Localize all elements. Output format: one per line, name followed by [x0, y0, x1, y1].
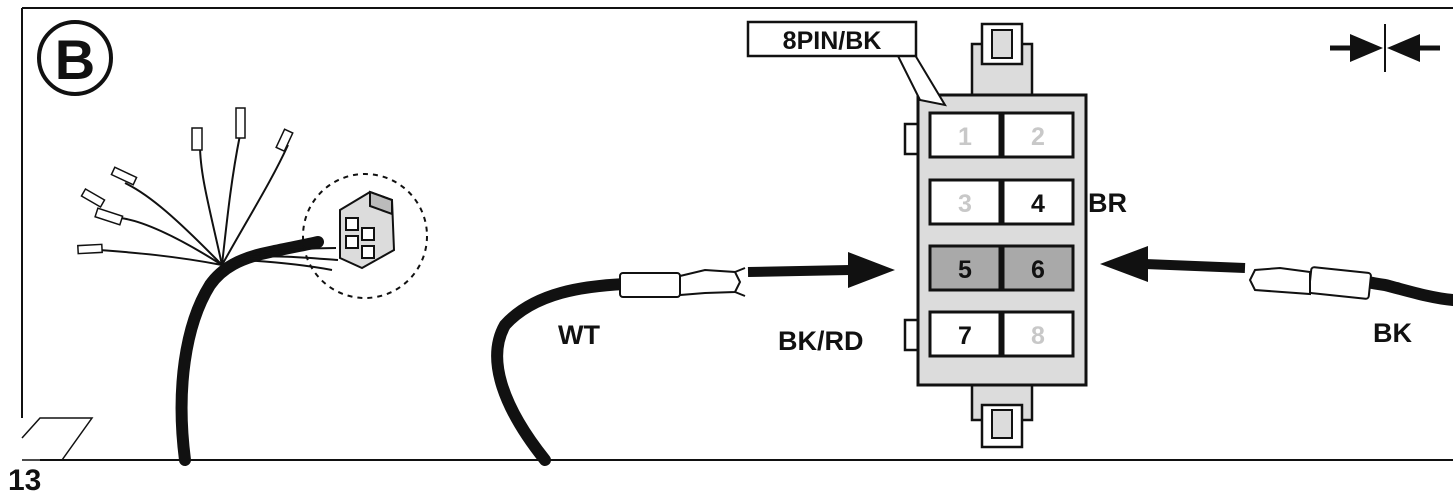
wire-label-bk: BK [1373, 318, 1412, 348]
insert-arrow-left [1100, 246, 1148, 282]
pin-cavity [1001, 310, 1075, 358]
page-frame [21, 7, 1453, 461]
pin-cavity [928, 244, 1002, 292]
detail-circle [302, 173, 428, 299]
pin-1: 1 [928, 111, 1002, 159]
pin-2: 2 [1001, 111, 1075, 159]
step-letter: B [55, 28, 95, 91]
pin-number: 1 [958, 123, 972, 151]
pin-number: 3 [958, 190, 972, 218]
pin-7: 7 [928, 310, 1002, 358]
terminal-wt [619, 267, 746, 298]
connector-label: 8PIN/BK [783, 27, 882, 55]
pin-cavity [928, 111, 1002, 159]
pin-number: 2 [1031, 123, 1045, 151]
circled-letter-icon: B [37, 20, 113, 96]
wire-label-wt: WT [558, 320, 600, 350]
pin-4: 4 [1001, 178, 1075, 226]
pin-5: 5 [928, 244, 1002, 292]
wire-wt: WT [491, 252, 895, 466]
pin-8: 8 [1001, 310, 1075, 358]
pin-number: 8 [1031, 322, 1045, 350]
page-number: 13 [8, 464, 41, 495]
pin-number: 5 [958, 256, 972, 284]
wire-bk: BK [1100, 246, 1453, 348]
small-connector [339, 190, 396, 270]
harness-terminal [77, 107, 294, 255]
pin-number: 4 [1031, 190, 1045, 218]
wire-label-br: BR [1088, 188, 1127, 218]
terminal-bk [1248, 266, 1372, 300]
pin-number: 6 [1031, 256, 1045, 284]
page-corner [21, 417, 94, 461]
wire-harness [77, 107, 428, 466]
pin-cavity [1001, 244, 1075, 292]
wire-label-bk-rd: BK/RD [778, 326, 864, 356]
insert-arrow-right [848, 252, 895, 288]
pin-6: 6 [1001, 244, 1075, 292]
connector-callout: 8PIN/BK [746, 20, 948, 107]
pin-number: 7 [958, 322, 972, 350]
pin-grid: 1 2 3 4 5 6 7 8 [928, 111, 1075, 358]
insert-arrows-icon [1330, 24, 1440, 72]
connector-8pin: 1 2 3 4 5 6 7 8 [903, 22, 1088, 449]
pin-cavity [1001, 111, 1075, 159]
pin-3: 3 [928, 178, 1002, 226]
pin-cavity [928, 178, 1002, 226]
pin-cavity [1001, 178, 1075, 226]
pin-cavity [928, 310, 1002, 358]
